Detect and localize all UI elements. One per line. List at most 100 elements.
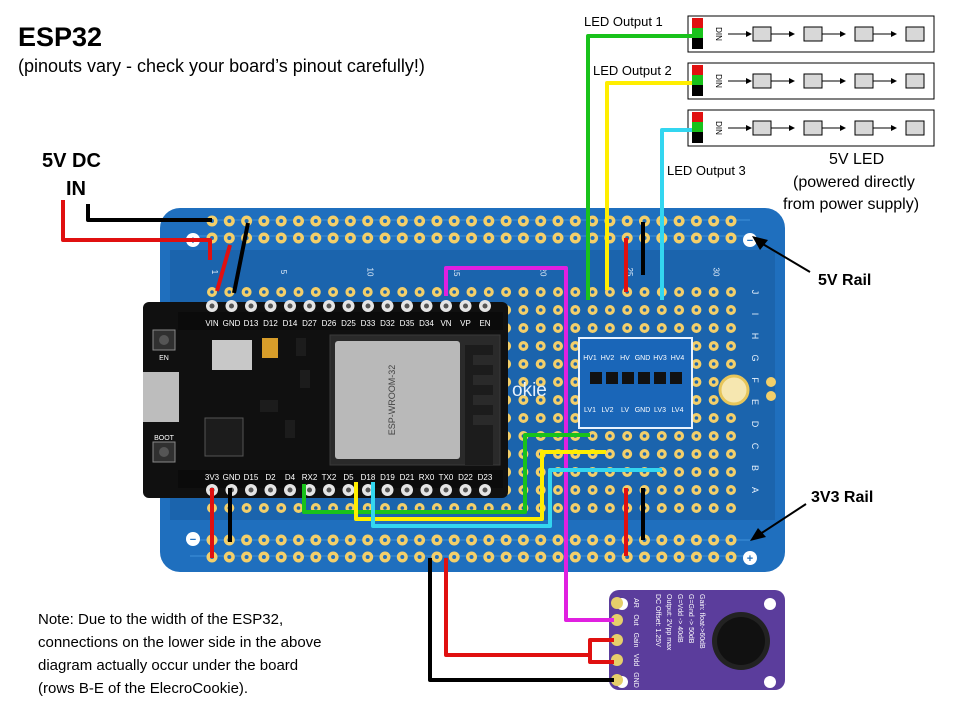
mic-spec-line: Gain: float->60dB — [698, 594, 705, 649]
esp-pin-label: D21 — [400, 473, 415, 482]
mic-pin — [611, 614, 623, 626]
wire-led-output-2 — [605, 81, 692, 290]
shifter-pin-label: GND — [635, 407, 651, 414]
svg-text:−: − — [747, 235, 753, 247]
col-number: 15 — [452, 268, 461, 277]
led-strip-label-3: from power supply) — [783, 196, 920, 213]
mic-pin-label: Vdd — [632, 654, 639, 667]
col-number: 10 — [366, 268, 375, 277]
arrow-icon — [789, 125, 795, 131]
shifter-pin-label: HV2 — [601, 355, 615, 362]
esp-pin-label: D25 — [341, 319, 356, 328]
shifter-pin-label: HV3 — [653, 355, 667, 362]
esp-pin-label: D18 — [361, 473, 376, 482]
col-number: 25 — [625, 268, 634, 277]
page-subtitle: (pinouts vary - check your board’s pinou… — [18, 56, 425, 76]
led-pixel — [803, 120, 823, 136]
col-number: 5 — [279, 270, 288, 275]
esp-pin-label: VIN — [205, 319, 219, 328]
power-input-label-2: IN — [66, 178, 86, 200]
arrow-icon — [789, 78, 795, 84]
note-line-4: (rows B-E of the ElecroCookie). — [38, 680, 249, 697]
wire-mic-vdd — [444, 558, 614, 657]
led-pixel — [752, 26, 772, 42]
led-pixel — [854, 73, 874, 89]
power-input-label-1: 5V DC — [42, 150, 101, 172]
wire-mic-gnd — [428, 558, 614, 682]
mounting-hole — [718, 374, 750, 406]
wire-red-esp-vin — [215, 244, 232, 292]
wire-mic-out — [444, 266, 614, 622]
wire-black-esp-gnd — [232, 222, 250, 294]
esp-pin-label: D15 — [244, 473, 259, 482]
wifi-module — [335, 341, 460, 459]
svg-text:EN: EN — [159, 355, 169, 362]
esp-pin-label: GND — [223, 319, 241, 328]
led-pixel — [854, 26, 874, 42]
din-label: DIN — [714, 74, 723, 88]
esp-pin-label: D12 — [263, 319, 278, 328]
row-letter: E — [750, 399, 760, 405]
note-line-2: connections on the lower side in the abo… — [38, 634, 322, 651]
arrow-icon — [891, 125, 897, 131]
shifter-pin-label: HV — [620, 355, 630, 362]
led-pixel — [752, 73, 772, 89]
esp-pin-label: D5 — [343, 473, 354, 482]
svg-text:BOOT: BOOT — [154, 435, 175, 442]
wire-green-data — [302, 433, 590, 514]
esp-pin-label: D2 — [265, 473, 276, 482]
esp-pin-label: D32 — [380, 319, 395, 328]
five-volt-rail-label: 5V Rail — [818, 272, 872, 289]
row-letter: J — [750, 290, 760, 295]
page-title: ESP32 — [18, 22, 103, 52]
arrow-icon — [746, 31, 752, 37]
mic-pin-label: AR — [632, 598, 639, 608]
col-number: 20 — [539, 268, 548, 277]
led-pixel-group — [728, 26, 925, 136]
led-output-1-label: LED Output 1 — [584, 14, 663, 29]
svg-text:−: − — [190, 534, 196, 546]
mic-pin-label: GND — [632, 672, 639, 688]
shifter-pin-label: LV2 — [602, 407, 614, 414]
mic-pin — [611, 597, 623, 609]
esp-pin-label: VN — [440, 319, 451, 328]
svg-text:+: + — [747, 553, 753, 565]
shifter-pin-label: LV1 — [584, 407, 596, 414]
row-letter: B — [750, 465, 760, 471]
row-letter: A — [750, 487, 760, 493]
note-line-3: diagram actually occur under the board — [38, 657, 299, 674]
shifter-pin-label: LV3 — [654, 407, 666, 414]
arrow-icon — [891, 31, 897, 37]
esp-pin-label: GND — [223, 473, 241, 482]
led-strip-label-1: 5V LED — [829, 151, 885, 168]
row-letter: I — [750, 313, 760, 316]
arrow-icon — [840, 78, 846, 84]
arrow-icon — [750, 528, 766, 541]
esp-pin-label: D35 — [400, 319, 415, 328]
row-letter: G — [750, 354, 760, 361]
wire-yellow-data — [354, 450, 606, 521]
esp-pin-label: D4 — [285, 473, 296, 482]
usb-port — [143, 372, 179, 422]
led-pixel — [803, 73, 823, 89]
led-pixel — [905, 26, 925, 42]
arrow-icon — [840, 125, 846, 131]
antenna-icon — [465, 345, 493, 465]
led-pixel — [803, 26, 823, 42]
arrow-icon — [746, 125, 752, 131]
esp-pin-label: D33 — [361, 319, 376, 328]
module-label: ESP-WROOM-32 — [387, 365, 397, 436]
din-label: DIN — [714, 27, 723, 41]
esp-pin-label: RX2 — [302, 473, 318, 482]
row-letter: C — [750, 443, 760, 450]
led-strip-label-2: (powered directly — [793, 174, 915, 191]
esp-pin-label: D27 — [302, 319, 317, 328]
wire-led-output-3 — [660, 128, 692, 300]
wire-black-power-in — [86, 204, 212, 222]
note-line-1: Note: Due to the width of the ESP32, — [38, 611, 284, 628]
led-pixel — [854, 120, 874, 136]
arrow-icon — [840, 31, 846, 37]
col-number: 1 — [210, 270, 219, 275]
